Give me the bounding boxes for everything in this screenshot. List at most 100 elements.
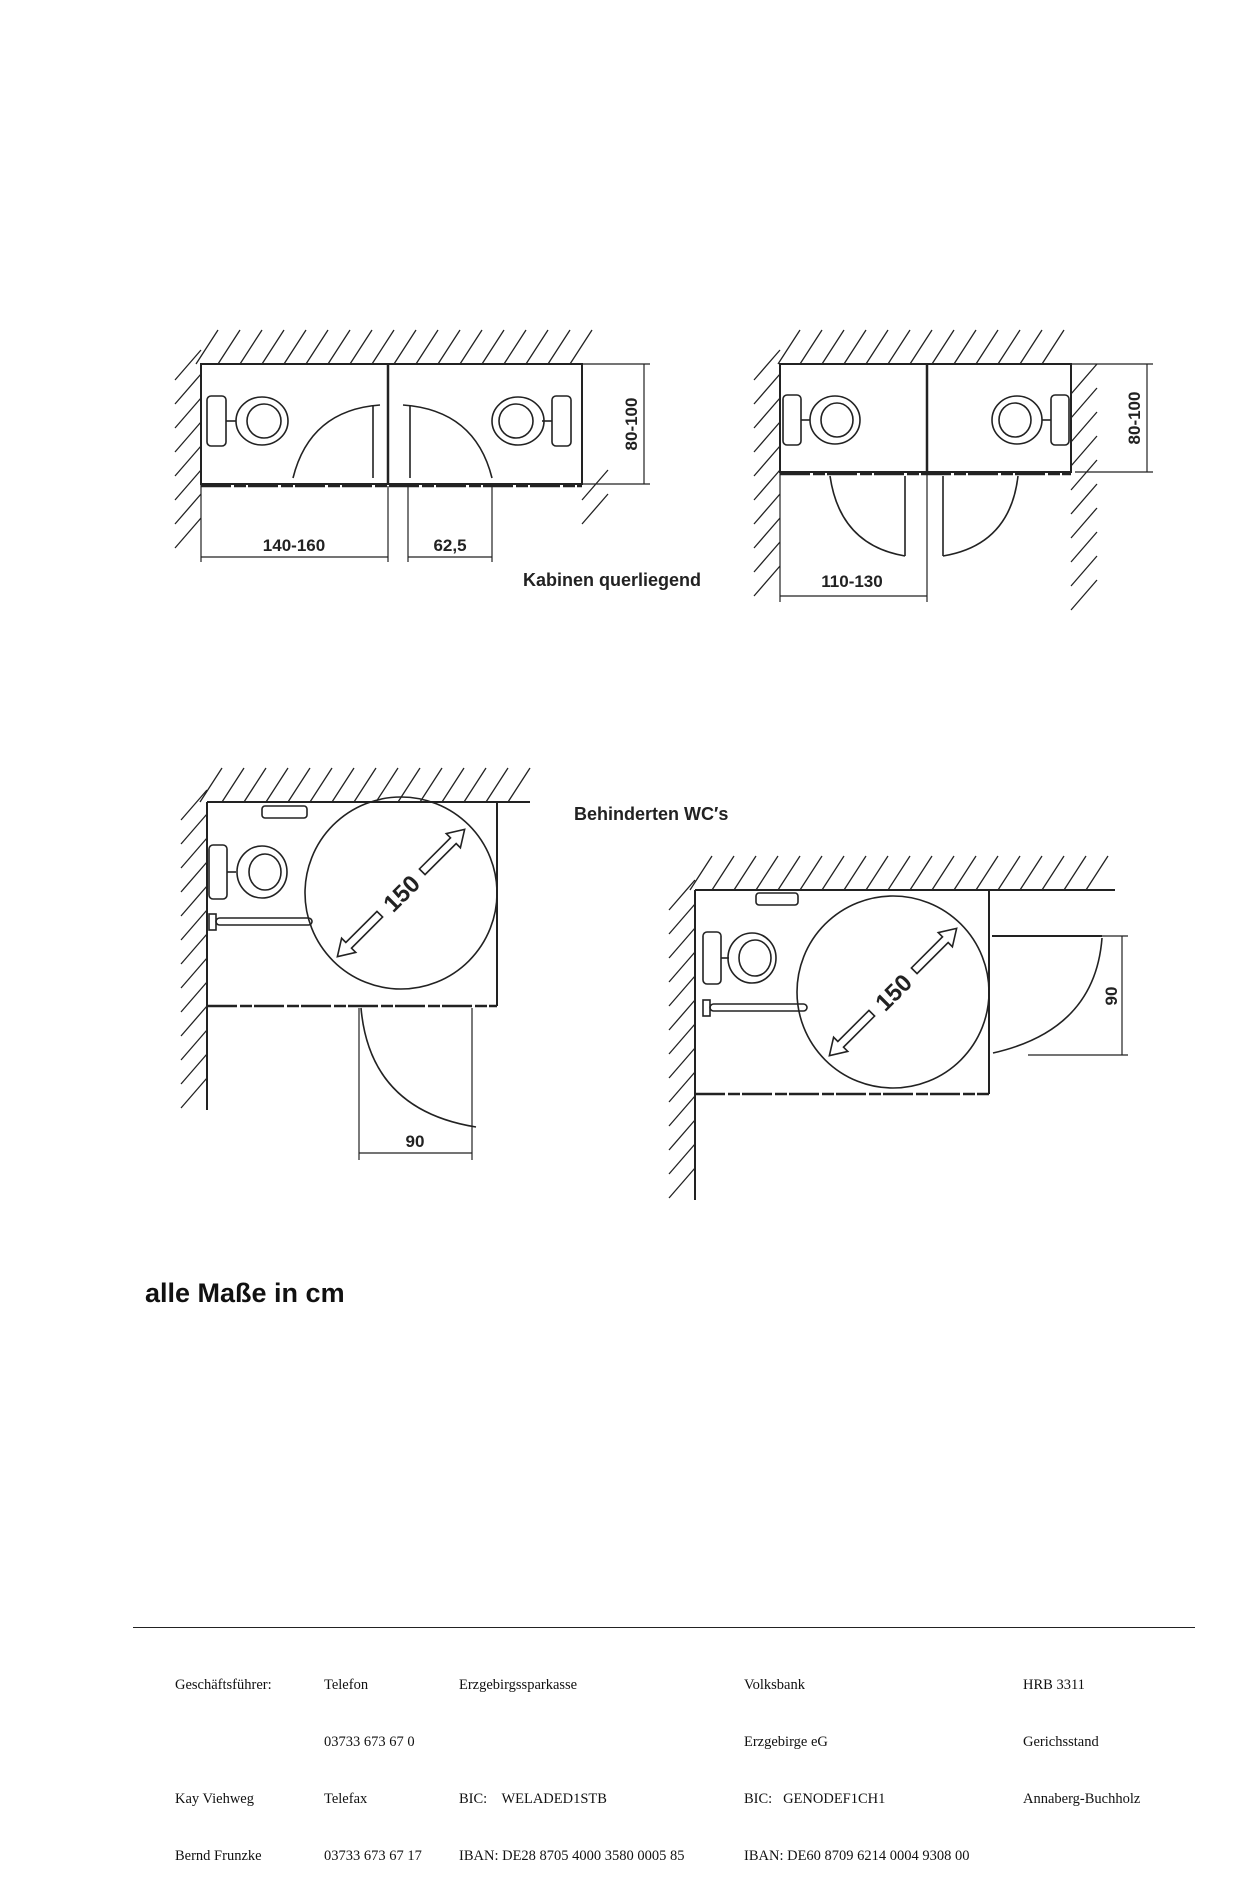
hatch-line <box>668 903 696 935</box>
hatch-line <box>180 981 208 1013</box>
hatch-line <box>180 1077 208 1109</box>
grab-rail-icon <box>702 999 808 1017</box>
hatch-line <box>909 855 933 891</box>
hatch-line <box>309 767 333 803</box>
hatch-line <box>668 1167 696 1199</box>
hatch-line <box>581 493 609 525</box>
hatch-line <box>1070 531 1098 563</box>
hatch-line <box>180 885 208 917</box>
footer-registry: HRB 3311 Gerichsstand Annaberg-Buchholz <box>1023 1638 1140 1904</box>
hatch-line <box>753 517 781 549</box>
hatch-line <box>1019 329 1043 365</box>
dimension-label: 110-130 <box>821 572 882 591</box>
footer-text: IBAN: DE28 8705 4000 3580 0005 85 <box>459 1848 685 1864</box>
hatch-line <box>174 397 202 429</box>
grab-rail-icon <box>208 913 313 931</box>
hatch-line <box>243 767 267 803</box>
wall-hatching <box>174 329 1109 1199</box>
dimension-line <box>200 363 650 562</box>
hatch-line <box>419 767 443 803</box>
hatch-line <box>668 999 696 1031</box>
hatch-line <box>180 1005 208 1037</box>
hatch-line <box>1070 555 1098 587</box>
dimension-label: 80-100 <box>1125 392 1144 445</box>
footer-text: Telefax <box>324 1791 368 1807</box>
hatch-line <box>180 837 208 869</box>
toilet-icon <box>991 394 1070 446</box>
hatch-line <box>777 329 801 365</box>
footer-text: HRB 3311 <box>1023 1677 1085 1693</box>
hatch-line <box>569 329 593 365</box>
hatch-line <box>753 397 781 429</box>
hatch-line <box>287 767 311 803</box>
hatch-line <box>887 855 911 891</box>
double-arrow-icon: 150 <box>828 927 958 1057</box>
hatch-line <box>668 1071 696 1103</box>
door-swing-icon <box>829 475 906 557</box>
grab-handle-icon <box>261 805 308 819</box>
hatch-line <box>485 767 509 803</box>
hatch-line <box>689 855 713 891</box>
circle-diameter-label: 150 <box>378 870 425 917</box>
hatch-line <box>1070 435 1098 467</box>
hatch-line <box>174 445 202 477</box>
hatch-line <box>887 329 911 365</box>
hatch-line <box>668 879 696 911</box>
footer-text: Erzgebirge eG <box>744 1734 828 1750</box>
hatch-line <box>975 329 999 365</box>
hatch-line <box>931 329 955 365</box>
footer-management: Geschäftsführer: Kay Viehweg Bernd Frunz… <box>175 1638 272 1904</box>
footer-divider <box>133 1627 1195 1628</box>
hatch-line <box>415 329 439 365</box>
caption-behinderten-wc: Behinderten WC′s <box>574 804 728 824</box>
hatch-line <box>441 767 465 803</box>
hatch-line <box>503 329 527 365</box>
hatch-line <box>953 329 977 365</box>
dimension-label: 140-160 <box>263 536 325 555</box>
hatch-line <box>821 329 845 365</box>
footer-text: Bernd Frunzke <box>175 1848 262 1864</box>
hatch-line <box>481 329 505 365</box>
footer-text: Telefon <box>324 1677 369 1693</box>
hatch-line <box>174 517 202 549</box>
accessible-wc-left: 150 90 <box>206 796 530 1160</box>
cabin-group-left: 140-160 62,5 80-100 <box>200 363 650 562</box>
hatch-line <box>507 767 531 803</box>
hatch-line <box>180 909 208 941</box>
toilet-icon <box>491 395 572 447</box>
floor-plan-drawing: 140-160 62,5 80-100 Kabinen querliegend <box>174 329 1153 1200</box>
hatch-line <box>217 329 241 365</box>
hatch-line <box>180 861 208 893</box>
hatch-line <box>777 855 801 891</box>
hatch-line <box>733 855 757 891</box>
hatch-line <box>353 767 377 803</box>
dimension-label: 80-100 <box>622 398 641 451</box>
hatch-line <box>1070 363 1098 395</box>
footer-text: BIC: WELADED1STB <box>459 1791 607 1807</box>
turning-circle <box>304 796 498 990</box>
hatch-line <box>437 329 461 365</box>
circle-diameter-label: 150 <box>870 969 917 1016</box>
hatch-line <box>180 957 208 989</box>
hatch-line <box>1070 483 1098 515</box>
hatch-line <box>1070 579 1098 611</box>
hatch-line <box>265 767 289 803</box>
dimension-line <box>779 363 1153 602</box>
hatch-line <box>327 329 351 365</box>
hatch-line <box>1085 855 1109 891</box>
hatch-line <box>997 329 1021 365</box>
hatch-line <box>668 1119 696 1151</box>
hatch-line <box>1041 329 1065 365</box>
hatch-line <box>953 855 977 891</box>
double-arrow-icon: 150 <box>336 828 466 958</box>
hatch-line <box>375 767 399 803</box>
hatch-line <box>180 789 208 821</box>
toilet-icon <box>782 394 861 446</box>
hatch-line <box>668 1023 696 1055</box>
hatch-line <box>668 1095 696 1127</box>
caption-kabinen: Kabinen querliegend <box>523 570 701 590</box>
grab-handle-icon <box>755 892 799 906</box>
hatch-line <box>909 329 933 365</box>
hatch-line <box>174 493 202 525</box>
footer-text: Erzgebirgssparkasse <box>459 1677 578 1693</box>
